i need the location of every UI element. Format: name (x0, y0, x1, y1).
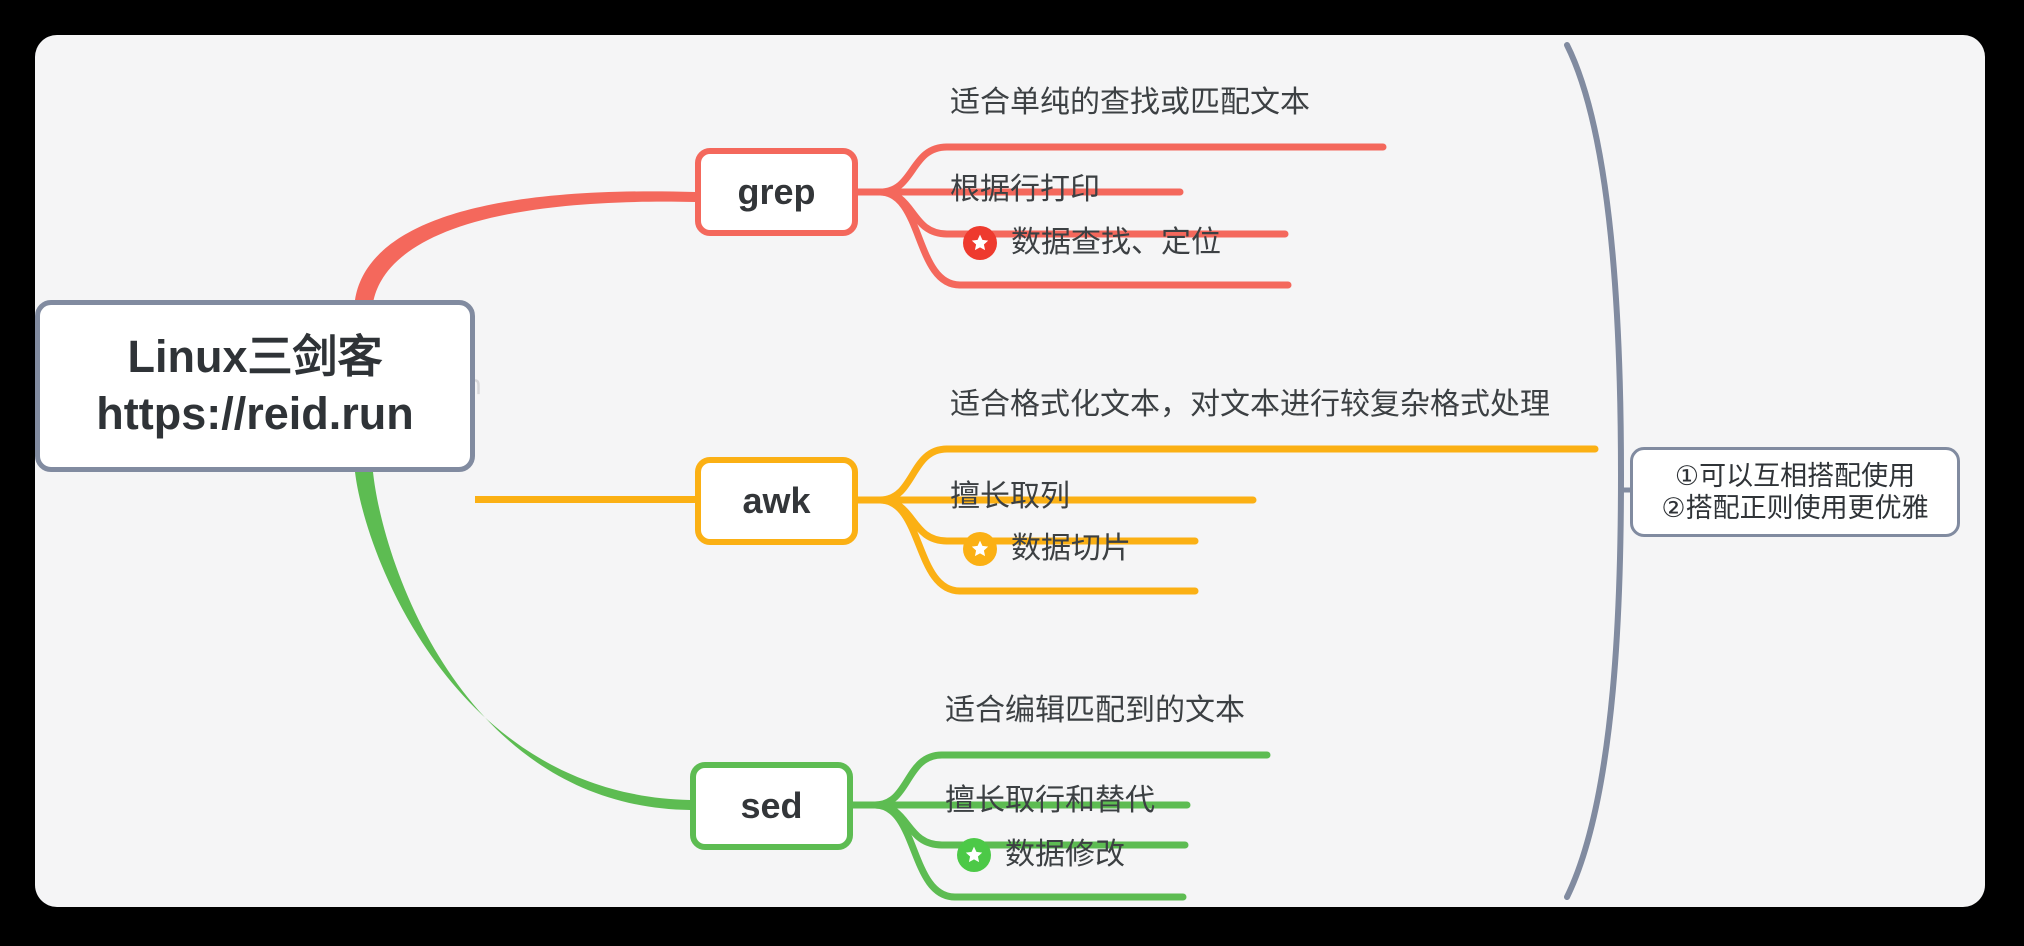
leaf-awk-1-label: 适合格式化文本，对文本进行较复杂格式处理 (950, 388, 1550, 421)
leaf-sed-1[interactable]: 适合编辑匹配到的文本 (945, 696, 1245, 726)
mindmap-canvas[interactable]: https://reid.run (35, 35, 1985, 907)
leaf-grep-1-label: 适合单纯的查找或匹配文本 (950, 86, 1310, 119)
leaf-awk-1[interactable]: 适合格式化文本，对文本进行较复杂格式处理 (950, 390, 1550, 420)
star-icon (963, 532, 997, 566)
sed-subedges (849, 751, 1271, 901)
leaf-grep-1[interactable]: 适合单纯的查找或匹配文本 (950, 88, 1310, 118)
branch-label-sed: sed (740, 785, 803, 826)
branch-node-sed[interactable]: sed (690, 762, 853, 850)
root-title-line1: Linux三剑客 (127, 331, 383, 383)
edge-root-to-grep (355, 191, 695, 303)
branch-label-grep: grep (737, 171, 816, 212)
summary-brace (1564, 42, 1625, 900)
root-title-line2: https://reid.run (96, 388, 414, 439)
edge-root-to-awk (475, 496, 695, 503)
star-icon (957, 838, 991, 872)
branch-node-awk[interactable]: awk (695, 457, 858, 545)
leaf-awk-3[interactable]: 数据切片 (963, 532, 1131, 566)
branch-label-awk: awk (742, 480, 811, 521)
leaf-awk-2[interactable]: 擅长取列 (950, 482, 1070, 512)
branch-node-grep[interactable]: grep (695, 148, 858, 236)
leaf-grep-3-label: 数据查找、定位 (1011, 226, 1221, 259)
leaf-sed-1-label: 适合编辑匹配到的文本 (945, 694, 1245, 727)
leaf-grep-2-label: 根据行打印 (950, 173, 1100, 206)
leaf-sed-2-label: 擅长取行和替代 (945, 784, 1155, 817)
awk-subedges (854, 445, 1599, 595)
summary-box[interactable]: ①可以互相搭配使用 ②搭配正则使用更优雅 (1630, 447, 1960, 537)
leaf-awk-2-label: 擅长取列 (950, 480, 1070, 513)
leaf-awk-3-label: 数据切片 (1011, 532, 1131, 565)
edge-root-to-sed (355, 472, 690, 810)
summary-line1: ①可以互相搭配使用 (1674, 460, 1916, 491)
grep-subedges (854, 143, 1387, 289)
leaf-grep-2[interactable]: 根据行打印 (950, 175, 1100, 205)
summary-line2: ②搭配正则使用更优雅 (1661, 493, 1929, 523)
root-node[interactable]: Linux三剑客 https://reid.run (35, 300, 475, 472)
star-icon (963, 226, 997, 260)
leaf-sed-3-label: 数据修改 (1005, 838, 1125, 871)
leaf-sed-3[interactable]: 数据修改 (957, 838, 1125, 872)
leaf-sed-2[interactable]: 擅长取行和替代 (945, 786, 1155, 816)
leaf-grep-3[interactable]: 数据查找、定位 (963, 226, 1221, 260)
